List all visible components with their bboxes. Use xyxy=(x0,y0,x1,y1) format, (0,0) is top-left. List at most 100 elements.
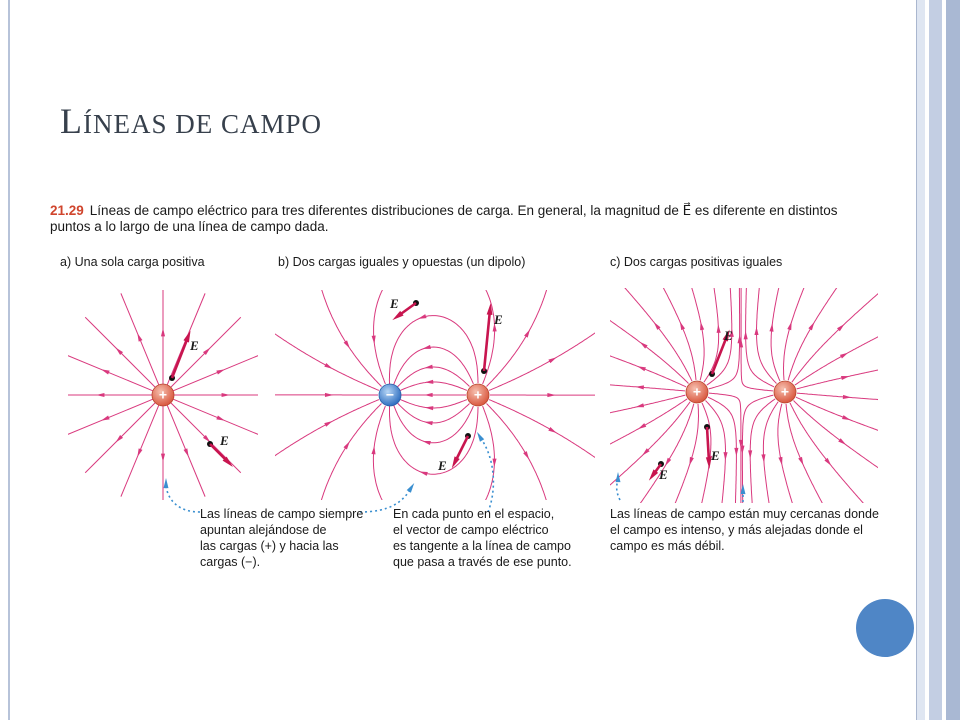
callout-arrow-right-left xyxy=(615,479,621,501)
field-line-b xyxy=(396,366,470,388)
field-arrowhead xyxy=(734,447,739,457)
field-arrowhead xyxy=(740,445,745,454)
field-arrowhead xyxy=(492,458,497,468)
annotation-line: campo es más débil. xyxy=(610,539,725,553)
field-arrowhead xyxy=(523,451,530,460)
field-line-b xyxy=(396,402,470,424)
vector-label-E: E⃗ xyxy=(710,448,730,463)
field-arrowhead xyxy=(492,322,497,332)
field-arrowhead xyxy=(743,330,748,340)
field-line-c xyxy=(770,288,781,382)
field-line-b xyxy=(482,405,495,500)
field-line-c xyxy=(610,384,686,392)
field-arrowhead xyxy=(798,456,804,466)
annotation-line: que pasa a través de ese punto. xyxy=(393,555,572,569)
field-line-c xyxy=(705,400,726,503)
field-line-b xyxy=(275,399,380,457)
callout-arrowhead xyxy=(406,482,415,493)
vector-label-E: E⃗ xyxy=(219,433,239,448)
field-arrowhead xyxy=(417,314,427,319)
field-arrowhead xyxy=(524,329,531,338)
field-arrowhead xyxy=(221,392,230,398)
vector-arrowhead xyxy=(722,329,730,342)
field-line-c xyxy=(662,288,697,381)
callout-arrow-left-to-charge xyxy=(165,485,201,513)
field-line-c xyxy=(785,403,823,503)
vector-label-E: E⃗ xyxy=(493,312,513,327)
callout-arrow-middle xyxy=(481,439,495,513)
callout-arrowhead xyxy=(163,478,169,489)
field-arrowhead xyxy=(642,448,650,456)
vector-label-E: E⃗ xyxy=(189,338,209,353)
field-line-c xyxy=(610,401,691,486)
vector-E-a1 xyxy=(170,336,190,379)
callout-arrowhead xyxy=(615,472,621,483)
field-arrowhead xyxy=(729,328,734,337)
vector-E-b2 xyxy=(482,309,492,372)
field-arrowhead xyxy=(787,321,792,331)
field-arrowhead xyxy=(761,454,766,463)
field-arrowhead xyxy=(723,452,728,461)
slide-title-initial: L xyxy=(60,101,83,141)
field-line-b xyxy=(372,405,386,500)
field-arrowhead xyxy=(202,347,211,356)
charge-plus-sign: + xyxy=(781,384,789,400)
field-line-c xyxy=(707,396,737,503)
slide-left-border xyxy=(0,0,10,720)
vector-arrowhead xyxy=(222,456,233,467)
annotation-line: el vector de campo eléctrico xyxy=(393,523,549,537)
field-line-c xyxy=(756,288,777,384)
field-arrowhead xyxy=(842,415,851,421)
field-arrowhead xyxy=(689,456,694,466)
field-arrowhead xyxy=(547,393,556,398)
positive-charge-c2: + xyxy=(773,380,797,404)
vector-E-c2 xyxy=(705,426,711,463)
decorative-side-bar xyxy=(916,0,925,720)
field-line-b xyxy=(388,315,479,386)
vector-arrowhead xyxy=(705,457,712,469)
field-arrowhead xyxy=(548,357,557,364)
figure-caption-text: Líneas de campo eléctrico para tres dife… xyxy=(50,203,838,234)
field-arrowhead xyxy=(808,322,815,331)
field-arrowhead xyxy=(371,445,376,455)
field-line-c xyxy=(796,392,878,401)
field-line-c xyxy=(610,398,688,445)
field-arrowhead xyxy=(343,441,350,450)
annotation-line: es tangente a la línea de campo xyxy=(393,539,571,553)
panel-label-b: b) Dos cargas iguales y opuestas (un dip… xyxy=(278,255,526,269)
field-arrowhead xyxy=(115,434,124,443)
callout-arrowhead xyxy=(740,484,746,495)
field-line-b xyxy=(486,290,548,387)
field-arrowhead xyxy=(183,448,189,457)
field-arrowhead xyxy=(836,323,845,332)
annotation-line: apuntan alejándose de xyxy=(200,523,327,537)
vector-arrowhead xyxy=(486,303,493,316)
field-line-c xyxy=(610,394,686,414)
field-line-c xyxy=(789,402,864,503)
field-arrowhead xyxy=(738,439,743,449)
field-line-c xyxy=(624,288,693,382)
field-arrowhead xyxy=(101,415,110,421)
annotation-line: Las líneas de campo siempre xyxy=(200,507,364,521)
field-lines-diagram: E⃗E⃗E⃗E⃗E⃗E⃗E⃗E⃗ +−+++ xyxy=(68,288,878,513)
decorative-circle xyxy=(856,599,914,657)
field-arrowhead xyxy=(324,392,334,397)
field-arrowhead xyxy=(216,415,225,421)
field-line-b xyxy=(392,404,474,444)
field-line-c xyxy=(795,396,878,431)
charge-minus-sign: − xyxy=(386,387,394,403)
field-line-c xyxy=(791,293,878,383)
field-arrowhead xyxy=(637,366,646,372)
vector-label-E: E⃗ xyxy=(437,458,457,473)
field-line-b xyxy=(488,332,595,391)
field-arrowhead xyxy=(424,392,433,398)
charge-plus-sign: + xyxy=(474,387,482,403)
field-arrowhead xyxy=(137,448,143,457)
field-arrowhead xyxy=(665,457,672,467)
field-line-b xyxy=(389,405,479,475)
field-arrowhead xyxy=(838,438,847,445)
field-line-b xyxy=(486,403,547,500)
field-arrowhead xyxy=(637,423,647,430)
decorative-side-bar xyxy=(946,0,960,720)
